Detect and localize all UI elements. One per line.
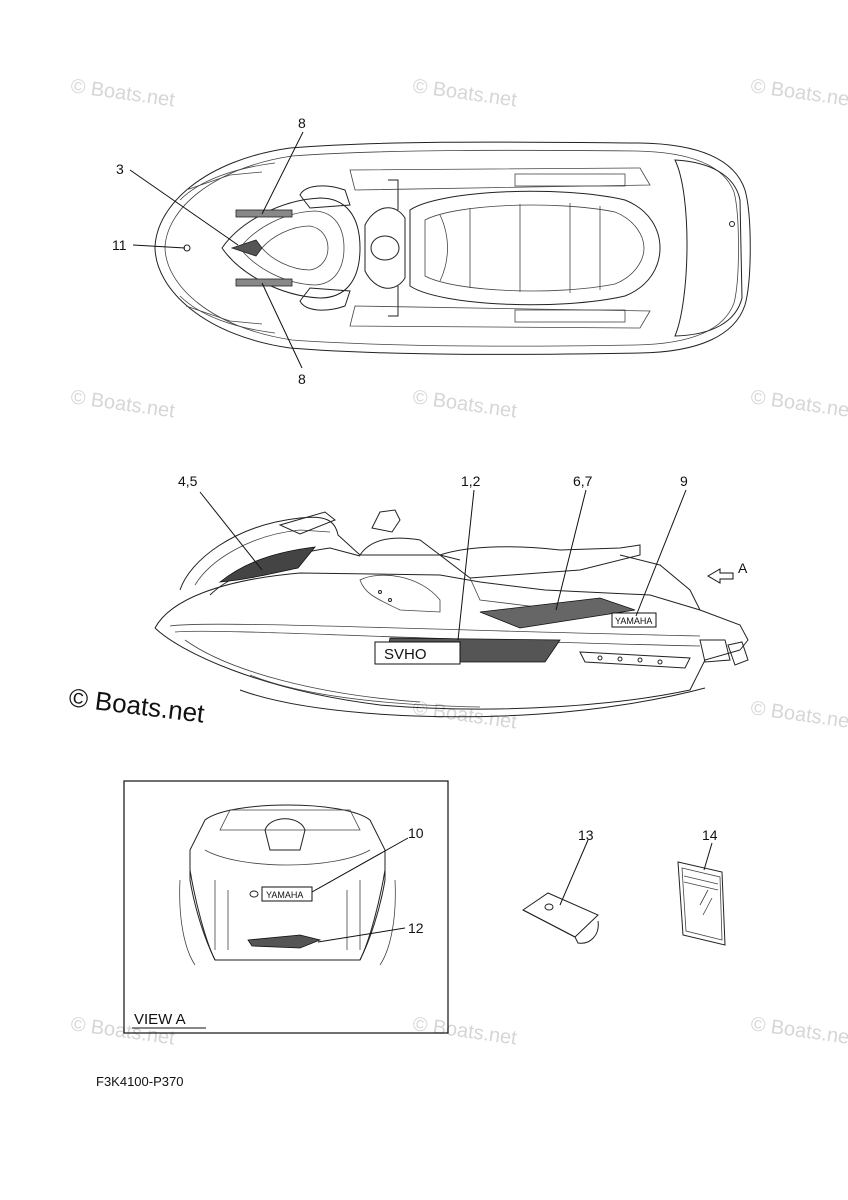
rear-yamaha-badge [261, 886, 313, 902]
callout-8-top: 8 [298, 115, 306, 131]
side-view-callouts: 4,5 1,2 6,7 9 A [178, 473, 748, 641]
rear-yamaha-text: YAMAHA [266, 890, 303, 900]
callout-10: 10 [408, 825, 424, 841]
watermark-text: © Boats.net [749, 75, 848, 111]
watermark-text: © Boats.net [69, 75, 176, 111]
callout-9: 9 [680, 473, 688, 489]
part-13-decal-pouch: 13 [522, 827, 599, 944]
emblem-decal [230, 239, 263, 257]
callout-6-7: 6,7 [573, 473, 593, 489]
watermark-text: © Boats.net [749, 697, 848, 733]
watermark-text: © Boats.net [749, 1013, 848, 1049]
callout-3: 3 [116, 161, 124, 177]
view-arrow-icon [707, 568, 734, 584]
top-view-callouts: 3 8 8 11 [112, 115, 306, 387]
view-a-marker: A [738, 560, 748, 576]
top-view-watercraft [154, 141, 751, 355]
callout-8-bottom: 8 [298, 371, 306, 387]
hood-graphic-decal [218, 546, 316, 583]
diagram-code: F3K4100-P370 [96, 1074, 183, 1089]
view-a-panel: YAMAHA 10 12 VIEW A [123, 780, 449, 1034]
drain-plug-icon [729, 221, 735, 227]
part-14-document-pouch: 14 [677, 827, 726, 946]
watermark-text: © Boats.net [411, 386, 518, 422]
svho-text: SVHO [384, 646, 427, 663]
side-graphic-decal [235, 278, 293, 287]
callout-1-2: 1,2 [461, 473, 481, 489]
callout-12: 12 [408, 920, 424, 936]
rear-deck-decal [479, 597, 636, 629]
side-view-watercraft: SVHO YAMAHA [154, 509, 749, 718]
yamaha-badge [611, 612, 657, 628]
rear-model-decal [247, 934, 322, 949]
callout-11: 11 [112, 237, 127, 253]
watermark-text: © Boats.net [749, 386, 848, 422]
callout-14: 14 [702, 827, 718, 843]
view-a-label: VIEW A [134, 1011, 186, 1028]
yamaha-text: YAMAHA [615, 616, 652, 626]
callout-4-5: 4,5 [178, 473, 198, 489]
watermark-text: © Boats.net [69, 386, 176, 422]
svho-badge [374, 641, 461, 665]
callout-13: 13 [578, 827, 594, 843]
watermark-text: © Boats.net [411, 1013, 518, 1049]
watermark-large: © Boats.net [67, 682, 207, 728]
watermark-text: © Boats.net [411, 75, 518, 111]
watermark-text: © Boats.net [411, 697, 518, 733]
